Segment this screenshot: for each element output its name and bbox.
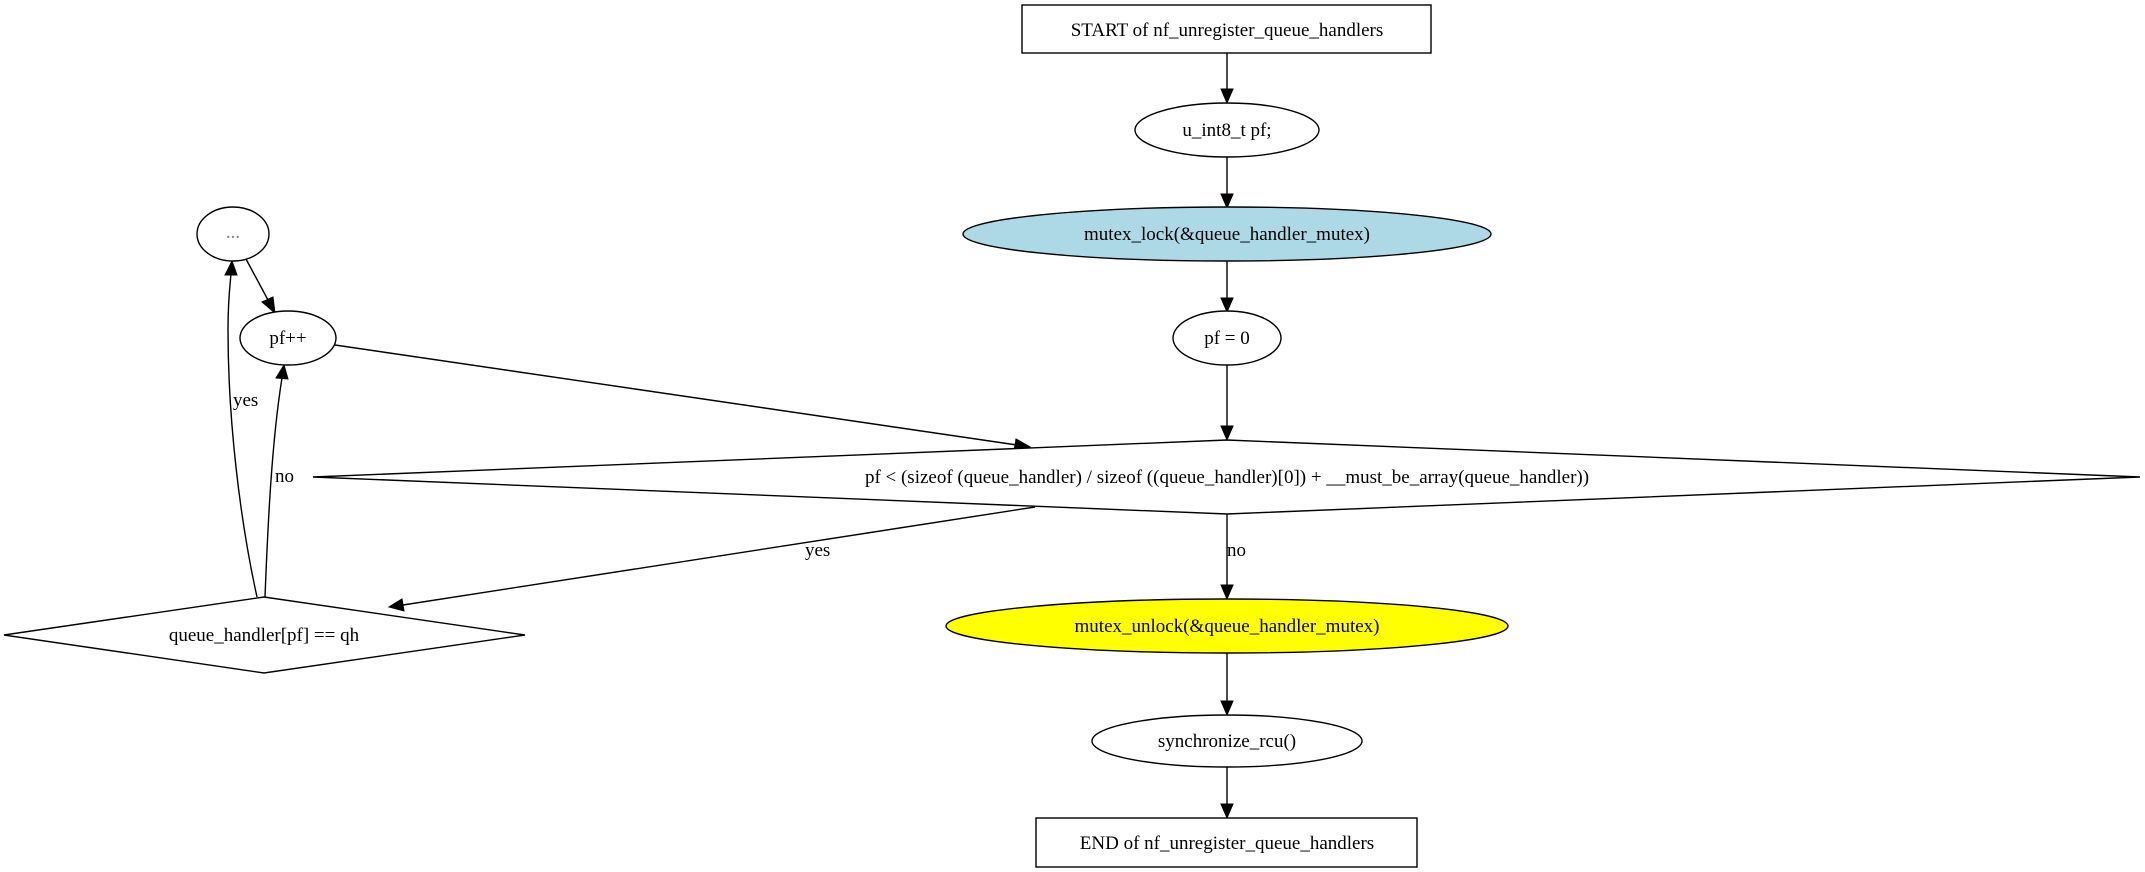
- body-ellipse[interactable]: [196, 206, 270, 262]
- sync-label: synchronize_rcu(): [1158, 731, 1296, 752]
- node-unlock[interactable]: mutex_unlock(&queue_handler_mutex): [945, 598, 1509, 654]
- cond-diamond[interactable]: [312, 439, 2141, 515]
- sync-ellipse[interactable]: [1091, 714, 1363, 768]
- edge-cond-to-check: [402, 506, 1036, 606]
- node-end[interactable]: END of nf_unregister_queue_handlers: [1035, 817, 1418, 868]
- node-init[interactable]: pf = 0: [1172, 310, 1282, 366]
- node-sync[interactable]: synchronize_rcu(): [1091, 714, 1363, 768]
- cond-label: pf < (sizeof (queue_handler) / sizeof ((…: [865, 467, 1589, 488]
- edge-body-to-incr: [245, 258, 269, 301]
- edges: [224, 53, 1234, 820]
- edge-incr-to-cond: [334, 344, 1018, 446]
- decl-ellipse[interactable]: [1134, 102, 1320, 158]
- node-check[interactable]: queue_handler[pf] == qh: [3, 596, 526, 674]
- arrowhead-decl: [1220, 88, 1234, 105]
- edge-check-to-incr: [264, 377, 283, 598]
- node-lock[interactable]: mutex_lock(&queue_handler_mutex): [962, 206, 1492, 262]
- init-label: pf = 0: [1204, 328, 1250, 349]
- arrowhead-check: [387, 598, 405, 612]
- start-box[interactable]: [1021, 4, 1432, 54]
- incr-ellipse[interactable]: [239, 310, 337, 366]
- edge-label-check-yes: yes: [233, 390, 258, 411]
- arrowhead-incr-top: [261, 296, 276, 315]
- unlock-ellipse[interactable]: [945, 598, 1509, 654]
- arrowhead-incr-bottom: [275, 363, 289, 380]
- init-ellipse[interactable]: [1172, 310, 1282, 366]
- decl-label: u_int8_t pf;: [1182, 120, 1271, 141]
- arrowhead-unlock: [1220, 584, 1234, 601]
- node-incr[interactable]: pf++: [239, 310, 337, 366]
- check-label: queue_handler[pf] == qh: [169, 625, 360, 646]
- edge-label-cond-no: no: [1227, 540, 1246, 561]
- unlock-label: mutex_unlock(&queue_handler_mutex): [1075, 616, 1380, 637]
- end-label: END of nf_unregister_queue_handlers: [1080, 833, 1374, 854]
- incr-label: pf++: [269, 328, 306, 349]
- lock-ellipse[interactable]: [962, 206, 1492, 262]
- arrowhead-end: [1220, 803, 1234, 820]
- end-box[interactable]: [1035, 817, 1418, 868]
- node-decl[interactable]: u_int8_t pf;: [1134, 102, 1320, 158]
- lock-label: mutex_lock(&queue_handler_mutex): [1084, 224, 1370, 245]
- check-diamond[interactable]: [3, 596, 526, 674]
- edge-labels: yes no yes no: [233, 390, 1246, 561]
- arrowhead-init: [1220, 297, 1234, 314]
- arrowhead-body: [224, 259, 238, 276]
- arrowhead-cond-top: [1220, 425, 1234, 442]
- node-body[interactable]: ...: [196, 206, 270, 262]
- edge-check-to-body: [227, 273, 258, 598]
- arrowhead-lock: [1220, 193, 1234, 210]
- arrowhead-sync: [1220, 700, 1234, 717]
- node-cond[interactable]: pf < (sizeof (queue_handler) / sizeof ((…: [312, 439, 2141, 515]
- node-start[interactable]: START of nf_unregister_queue_handlers: [1021, 4, 1432, 54]
- edge-label-check-no: no: [275, 466, 294, 487]
- edge-label-cond-yes: yes: [805, 540, 830, 561]
- start-label: START of nf_unregister_queue_handlers: [1071, 20, 1384, 41]
- body-label: ...: [226, 222, 240, 243]
